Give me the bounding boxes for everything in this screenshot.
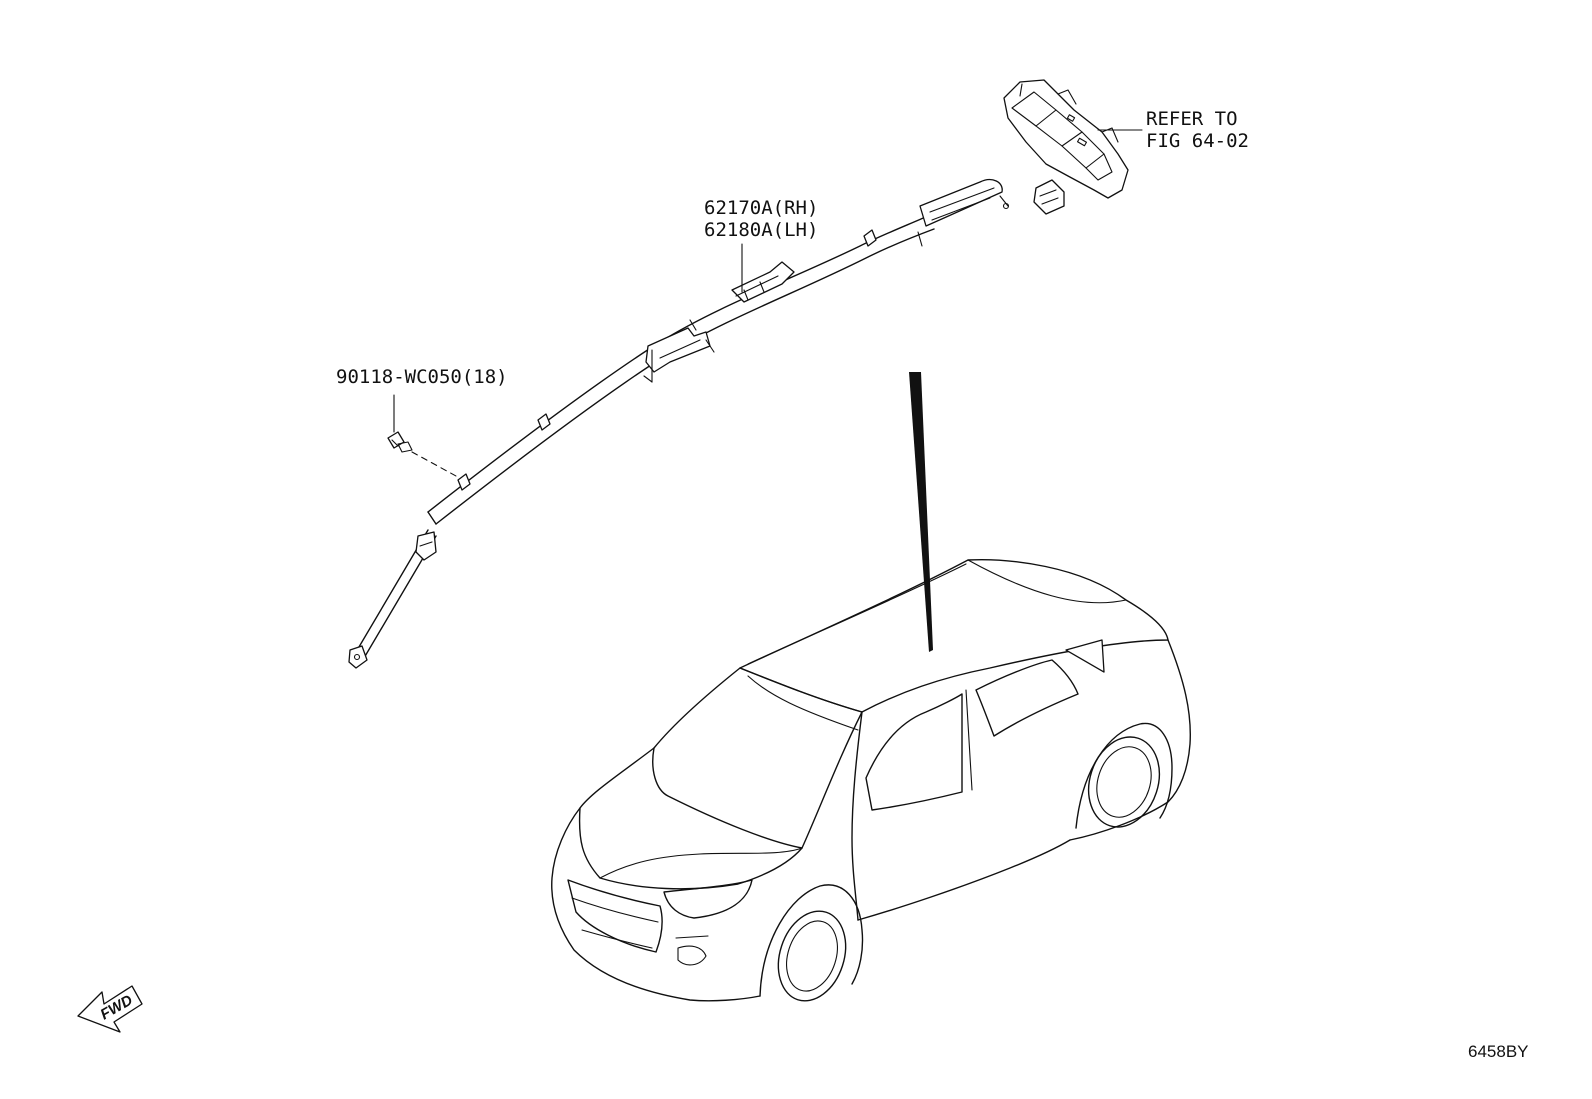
curtain-airbag-assembly <box>348 178 1010 669</box>
callout-refer-line1: REFER TO <box>1146 108 1238 130</box>
vehicle-outline <box>551 559 1191 1002</box>
reference-bracket <box>1003 79 1129 215</box>
fwd-arrow-icon <box>77 985 143 1033</box>
bolt-icon <box>387 431 413 453</box>
callout-airbag-rh: 62170A(RH) <box>704 197 819 219</box>
location-pointer <box>909 372 933 652</box>
bolt-install-dashed-line <box>411 451 457 477</box>
callout-refer-line2: FIG 64-02 <box>1146 130 1249 152</box>
callout-airbag-lh: 62180A(LH) <box>704 219 819 241</box>
figure-code: 6458BY <box>1468 1042 1529 1061</box>
callout-bolt: 90118-WC050(18) <box>336 366 508 388</box>
